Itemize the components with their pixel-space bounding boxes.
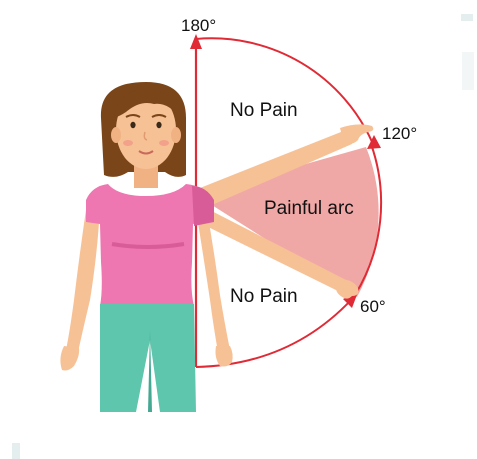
label-lower-no-pain: No Pain (230, 286, 298, 307)
label-120-degrees: 120° (382, 124, 417, 143)
right-ear (171, 127, 181, 143)
decor-mark-bottom-left (12, 443, 20, 459)
label-upper-no-pain: No Pain (230, 100, 298, 121)
label-180-degrees: 180° (181, 16, 216, 35)
decor-mark-top-right (461, 14, 473, 21)
left-hand (60, 346, 79, 371)
left-eye (130, 122, 135, 128)
right-eye (156, 122, 161, 128)
label-painful-arc: Painful arc (264, 198, 354, 219)
right-cheek (159, 140, 169, 146)
label-60-degrees: 60° (360, 297, 386, 316)
decor-mark-right-edge (462, 52, 474, 90)
right-hand-down (216, 346, 233, 367)
pants (100, 304, 196, 412)
arrowhead-180 (190, 34, 202, 49)
left-ear (111, 127, 121, 143)
left-cheek (123, 140, 133, 146)
